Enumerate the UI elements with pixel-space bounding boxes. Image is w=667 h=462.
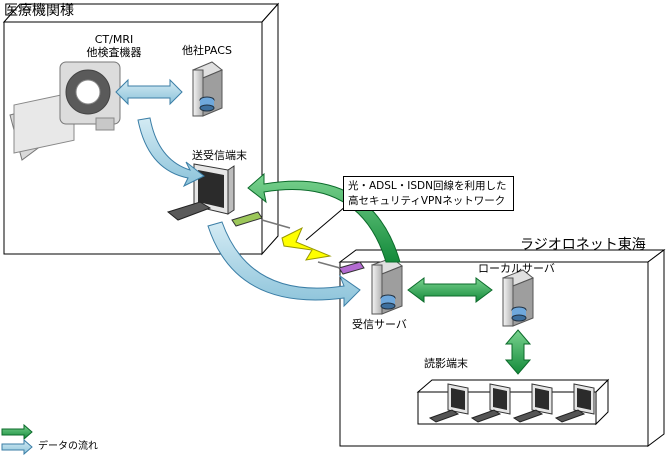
- radionet-box: [338, 249, 666, 447]
- network-cable: [261, 219, 291, 229]
- ct-scanner-icon: [9, 61, 121, 161]
- pacs-server-icon: [192, 61, 223, 117]
- reading-terminal-icon: [428, 383, 469, 423]
- modality-label-line1: CT/MRI: [94, 33, 134, 46]
- flow-arrow-local-reading: [504, 329, 532, 375]
- legend-label: データの流れ: [38, 441, 98, 452]
- flow-arrow-modality-pacs: [115, 78, 183, 106]
- radionet-title: ラジオロネット東海: [520, 237, 646, 253]
- reading-terminal-icon: [470, 383, 511, 423]
- local-server-label: ローカルサーバ: [478, 262, 555, 275]
- lightning-icon: [281, 226, 332, 261]
- vpn-callout: 光・ADSL・ISDN回線を利用した 高セキュリティVPNネットワーク: [343, 176, 514, 211]
- legend-green-arrow: [1, 423, 33, 441]
- local-server-icon: [502, 269, 534, 327]
- pacs-label: 他社PACS: [182, 44, 232, 57]
- callout-pointer: [305, 205, 347, 241]
- modality-label: CT/MRI 他検査機器: [84, 33, 144, 59]
- send-terminal-label: 送受信端末: [192, 149, 247, 162]
- vpn-callout-line1: 光・ADSL・ISDN回線を利用した: [348, 180, 507, 192]
- reading-terminals-panel: [416, 378, 610, 426]
- flow-arrow-modality-terminal: [137, 117, 205, 188]
- vpn-callout-line2: 高セキュリティVPNネットワーク: [348, 195, 506, 207]
- modality-label-line2: 他検査機器: [86, 46, 142, 59]
- recv-server-icon: [338, 257, 403, 315]
- hospital-title: 医療機関様: [4, 3, 74, 19]
- flow-arrow-recv-local: [407, 277, 493, 303]
- flow-arrow-server-terminal: [247, 172, 401, 263]
- recv-server-label: 受信サーバ: [352, 318, 407, 331]
- network-cable: [317, 261, 341, 269]
- legend-blue-arrow: [1, 438, 33, 456]
- flow-arrow-terminal-server: [207, 221, 361, 308]
- send-terminal-icon: [166, 163, 263, 227]
- reading-terminal-icon: [554, 383, 595, 423]
- reading-terminal-icon: [512, 383, 553, 423]
- reading-terminal-label: 読影端末: [424, 357, 468, 370]
